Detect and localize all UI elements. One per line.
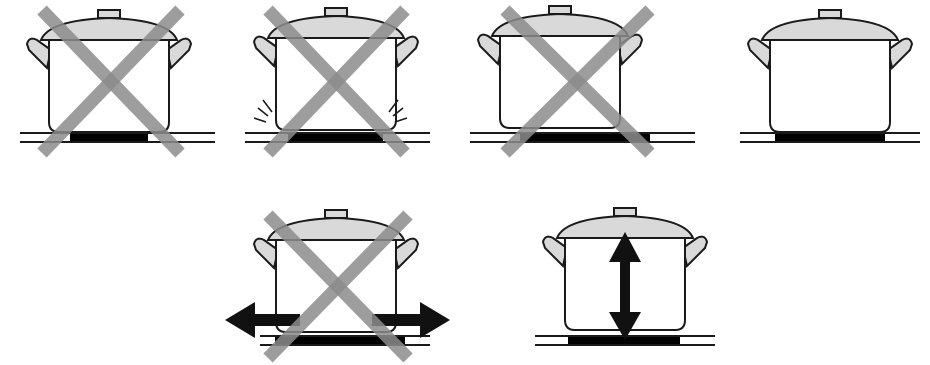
panel-pot-height bbox=[535, 208, 715, 345]
pot-illustration bbox=[748, 10, 912, 132]
panel-pot-oversized bbox=[225, 210, 450, 358]
panel-pot-too-small bbox=[20, 10, 215, 153]
panel-pot-uneven-base bbox=[470, 6, 695, 153]
hob-zone bbox=[70, 134, 148, 141]
panel-pot-unstable bbox=[245, 8, 430, 153]
panel-pot-correct bbox=[740, 10, 920, 142]
